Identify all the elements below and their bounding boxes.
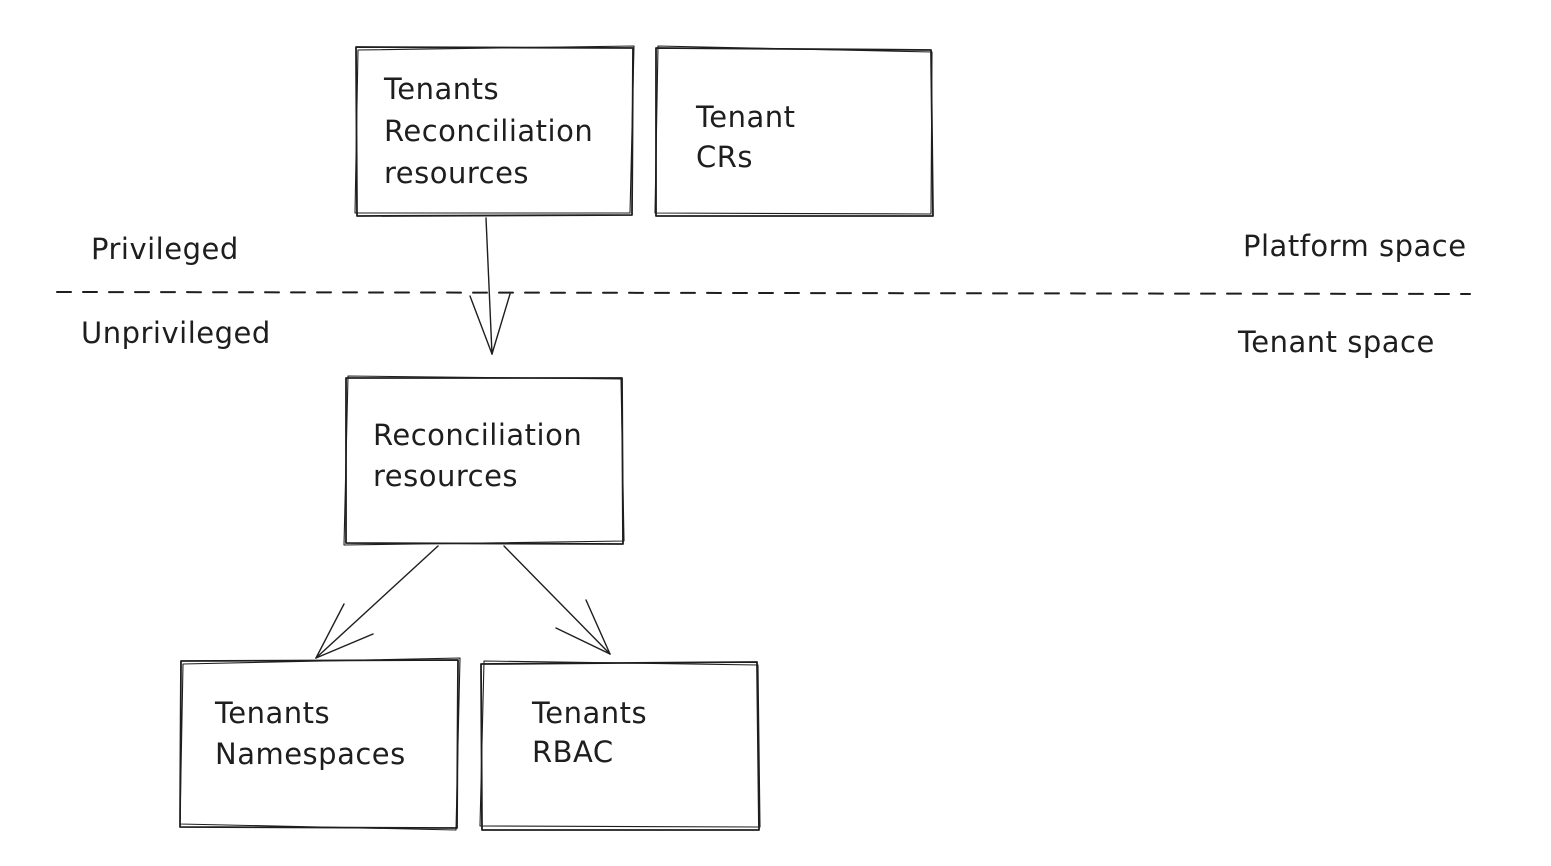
box-tenant-crs: Tenant CRs bbox=[654, 45, 934, 217]
box-reconciliation-resources: Reconciliation resources bbox=[343, 375, 625, 546]
arrow-to-tenants-rbac bbox=[503, 545, 611, 655]
arrow-down-to-reconciliation bbox=[469, 217, 511, 355]
box-text-resources: resources bbox=[373, 459, 518, 493]
box-text-tenant: Tenant bbox=[695, 100, 796, 134]
box-text-tenants: Tenants bbox=[531, 696, 647, 730]
box-text-reconciliation: Reconciliation bbox=[384, 114, 593, 148]
box-tenants-namespaces: Tenants Namespaces bbox=[179, 657, 461, 831]
box-text-rbac: RBAC bbox=[532, 735, 614, 769]
box-tenants-reconciliation-resources: Tenants Reconciliation resources bbox=[354, 45, 635, 217]
box-text-reconciliation: Reconciliation bbox=[373, 418, 582, 452]
box-text-namespaces: Namespaces bbox=[215, 737, 406, 771]
box-text-crs: CRs bbox=[696, 140, 753, 174]
box-tenants-rbac: Tenants RBAC bbox=[479, 660, 761, 831]
privilege-boundary-line bbox=[56, 291, 1471, 295]
label-platform-space: Platform space bbox=[1243, 229, 1467, 263]
label-unprivileged: Unprivileged bbox=[81, 316, 271, 350]
arrow-to-tenants-namespaces bbox=[315, 545, 439, 659]
label-privileged: Privileged bbox=[91, 232, 239, 266]
label-tenant-space: Tenant space bbox=[1237, 325, 1435, 359]
box-text-resources: resources bbox=[384, 156, 529, 190]
box-text-tenants: Tenants bbox=[214, 696, 330, 730]
box-text-tenants: Tenants bbox=[383, 72, 499, 106]
